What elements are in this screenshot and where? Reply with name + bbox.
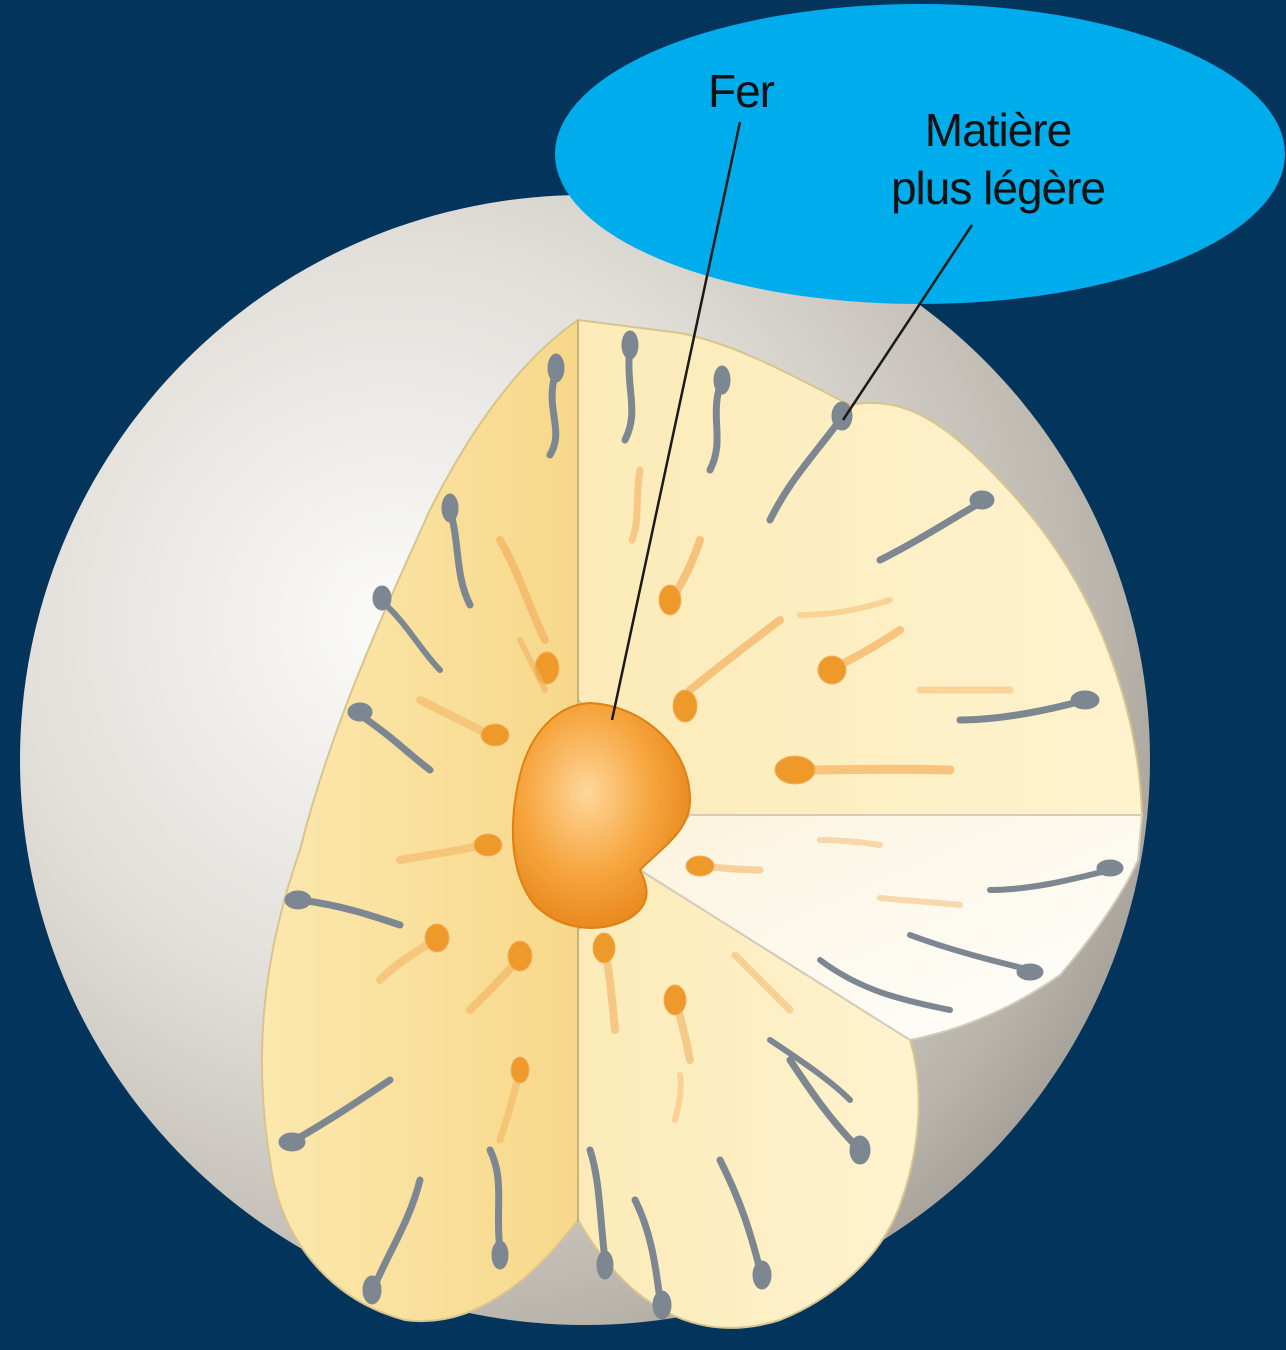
label-iron: Fer (708, 65, 775, 117)
label-lighter-matter-line2: plus légère (891, 162, 1105, 214)
label-lighter-matter-line1: Matière (925, 104, 1071, 156)
label-callout (555, 4, 1285, 304)
